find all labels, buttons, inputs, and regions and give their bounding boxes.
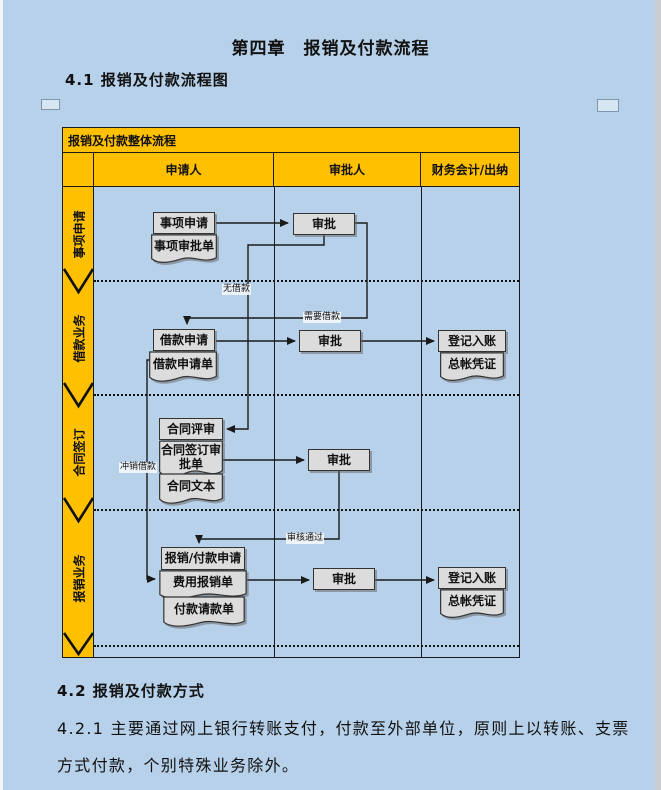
page-edge-right xyxy=(655,0,661,790)
edge-label-need-loan: 需要借款 xyxy=(303,312,342,323)
node-approval-3: 审批 xyxy=(308,449,370,471)
paragraph-4-2-1: 4.2.1 主要通过网上银行转账支付，付款至外部单位，原则上以转账、支票方式付款… xyxy=(57,719,630,775)
flowchart: 报销及付款整体流程 申请人 审批人 财务会计/出纳 事项申请 借款业务 合同签订… xyxy=(62,127,520,658)
margin-crop-mark-left xyxy=(41,99,60,110)
node-contract-sign-approval-form: 合同签订审批单 xyxy=(159,440,223,480)
lane-label-reimburse: 报销业务 xyxy=(72,553,87,603)
node-register-entry-1: 登记入账 xyxy=(438,330,506,352)
node-matter-request: 事项申请 xyxy=(153,212,215,234)
node-ledger-voucher-2: 总帐凭证 xyxy=(440,589,504,620)
chapter-title: 第四章 报销及付款流程 xyxy=(231,39,430,59)
lane-divider-1 xyxy=(94,280,519,282)
node-ledger-voucher-1: 总帐凭证 xyxy=(440,352,504,383)
node-expense-reimburse-form: 费用报销单 xyxy=(159,570,247,601)
edge-label-approval-passed: 审核通过 xyxy=(286,533,325,544)
flowchart-title-bar: 报销及付款整体流程 xyxy=(63,128,519,153)
column-divider-2 xyxy=(421,187,422,657)
node-loan-request-form: 借款申请单 xyxy=(149,351,217,384)
node-contract-text: 合同文本 xyxy=(159,473,223,506)
flowchart-title: 报销及付款整体流程 xyxy=(68,133,177,148)
node-register-entry-2: 登记入账 xyxy=(438,567,506,589)
edge-label-offset-loan: 冲销借款 xyxy=(119,462,158,473)
lane-label-contract: 合同签订 xyxy=(72,428,87,477)
lane-divider-4 xyxy=(94,645,519,647)
lane-divider-3 xyxy=(94,509,519,511)
node-approval-2: 审批 xyxy=(299,330,361,352)
node-contract-review: 合同评审 xyxy=(159,418,223,440)
edge-label-no-loan: 无借款 xyxy=(222,284,252,295)
node-loan-request: 借款申请 xyxy=(153,329,215,351)
page-edge-left xyxy=(0,0,3,790)
lane-header-corner xyxy=(63,153,94,187)
lane-divider-2 xyxy=(94,394,519,396)
margin-crop-mark-right xyxy=(597,99,619,112)
node-payment-request-form: 付款请款单 xyxy=(163,596,245,629)
node-approval-1: 审批 xyxy=(293,213,355,235)
column-header-applicant: 申请人 xyxy=(94,153,274,187)
column-header-approver: 审批人 xyxy=(274,153,421,187)
node-matter-approval-form: 事项审批单 xyxy=(151,234,217,265)
lane-label-matter: 事项申请 xyxy=(72,209,87,259)
lane-label-loan: 借款业务 xyxy=(72,313,87,363)
node-reimburse-payment-request: 报销/付款申请 xyxy=(161,547,245,570)
column-divider-1 xyxy=(274,187,275,657)
swimlane-band xyxy=(63,187,94,657)
section-4-1-heading: 4.1 报销及付款流程图 xyxy=(65,71,229,89)
column-header-finance: 财务会计/出纳 xyxy=(421,153,519,187)
section-4-2-heading: 4.2 报销及付款方式 xyxy=(57,682,205,700)
node-approval-4: 审批 xyxy=(313,568,375,590)
